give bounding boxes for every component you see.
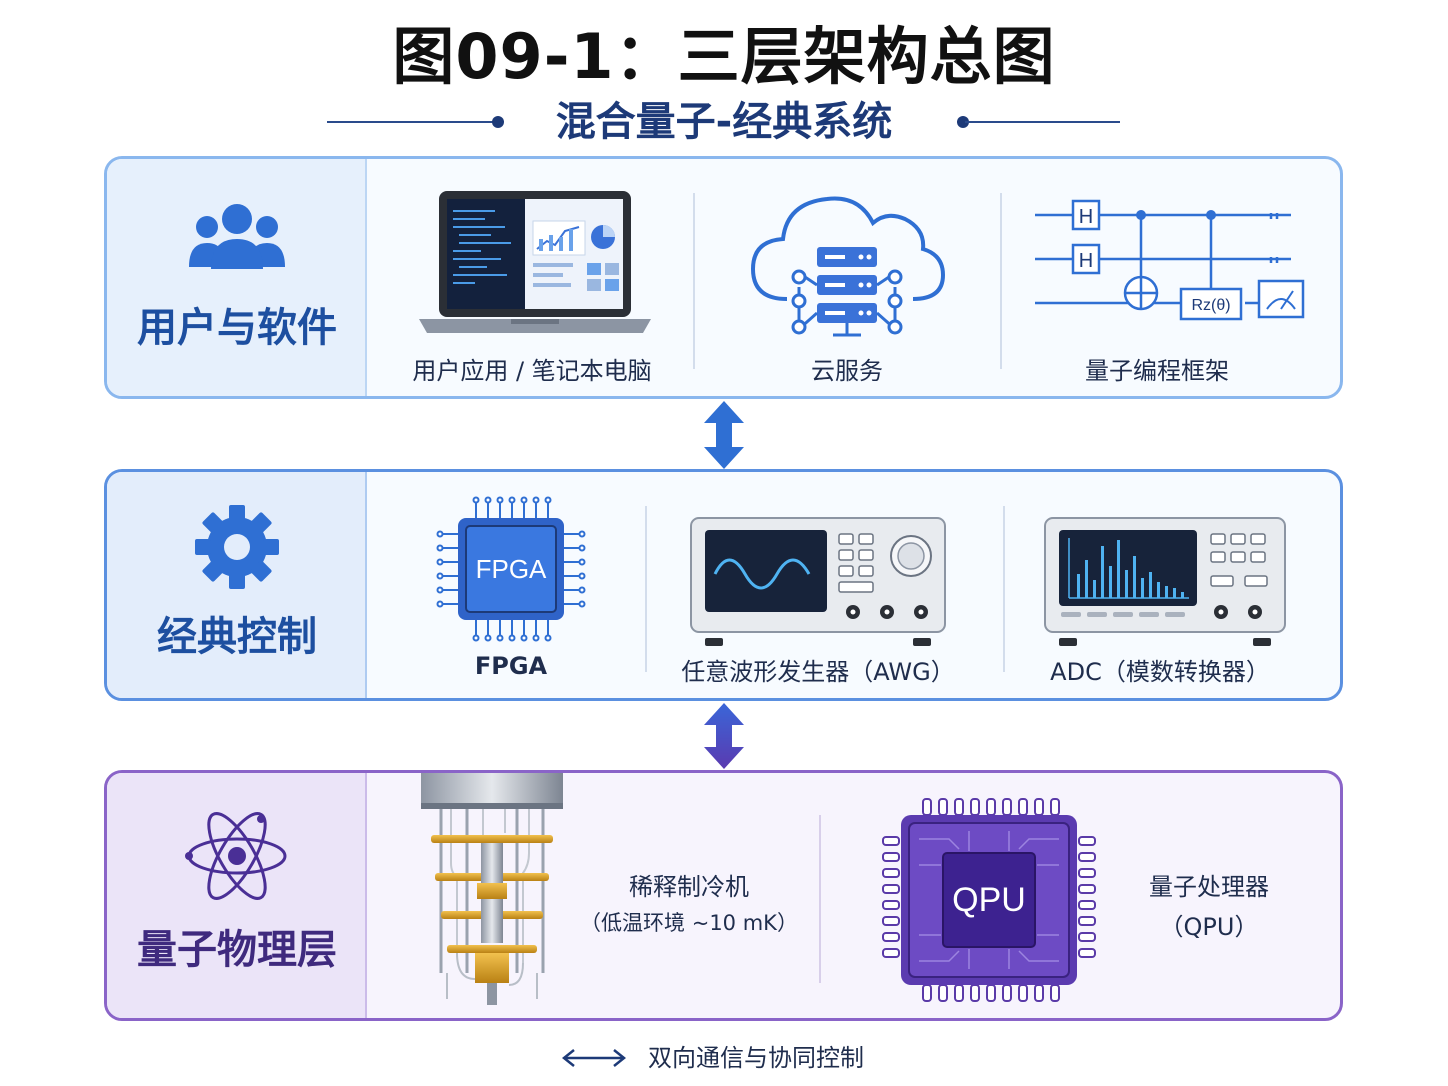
subtitle-row: 混合量子-经典系统 bbox=[0, 92, 1448, 152]
separator bbox=[1000, 193, 1002, 369]
caption-adc: ADC（模数转换器） bbox=[1050, 658, 1270, 686]
page-title: 图09-1：三层架构总图 bbox=[392, 20, 1056, 93]
caption-user-app: 用户应用 / 笔记本电脑 bbox=[412, 357, 652, 385]
layer-label-panel: 量子物理层 bbox=[107, 773, 367, 1018]
layer-label-panel: 用户与软件 bbox=[107, 159, 367, 396]
caption-qpu-line2: （QPU） bbox=[1159, 913, 1259, 941]
caption-fridge-line2: （低温环境 ~10 mK） bbox=[580, 911, 798, 935]
layer-label: 量子物理层 bbox=[137, 927, 337, 973]
subtitle-dot-left bbox=[492, 116, 504, 128]
caption-fridge-line1: 稀释制冷机 bbox=[629, 873, 749, 901]
fpga-chip-icon: FPGA bbox=[436, 496, 586, 642]
separator bbox=[819, 815, 821, 983]
layer-quantum-physical: 量子物理层 bbox=[104, 770, 1343, 1021]
layer-label: 经典控制 bbox=[157, 614, 317, 660]
gear-icon bbox=[195, 505, 279, 589]
atom-icon bbox=[185, 812, 287, 900]
cloud-server-icon bbox=[750, 196, 946, 337]
separator bbox=[645, 506, 647, 672]
fpga-chip-label: FPGA bbox=[476, 554, 547, 584]
subtitle: 混合量子-经典系统 bbox=[555, 99, 893, 145]
qpu-chip-icon: QPU bbox=[882, 798, 1096, 1002]
subtitle-rule-right bbox=[965, 121, 1120, 123]
legend-text: 双向通信与协同控制 bbox=[648, 1044, 864, 1072]
gate-h1: H bbox=[1079, 206, 1093, 228]
caption-cloud: 云服务 bbox=[811, 357, 883, 385]
gate-h2: H bbox=[1079, 250, 1093, 272]
laptop-icon bbox=[419, 191, 651, 333]
layer-label: 用户与软件 bbox=[137, 305, 337, 351]
users-icon bbox=[189, 204, 285, 269]
bidirectional-arrow-icon bbox=[704, 703, 744, 769]
qpu-chip-label: QPU bbox=[952, 881, 1026, 919]
layer-classical-control: 经典控制 FPGA bbox=[104, 469, 1343, 701]
awg-instrument-icon bbox=[690, 517, 946, 646]
double-arrow-icon bbox=[561, 1049, 627, 1067]
adc-instrument-icon bbox=[1044, 517, 1286, 646]
layer-label-panel: 经典控制 bbox=[107, 472, 367, 698]
separator bbox=[1003, 506, 1005, 672]
separator bbox=[693, 193, 695, 369]
quantum-circuit-icon: H H Rz(θ) bbox=[1035, 199, 1305, 321]
subtitle-dot-right bbox=[957, 116, 969, 128]
caption-fpga: FPGA bbox=[474, 652, 548, 680]
caption-qpu-line1: 量子处理器 bbox=[1149, 873, 1269, 901]
gate-rz: Rz(θ) bbox=[1191, 297, 1230, 314]
bidirectional-arrow-icon bbox=[704, 401, 744, 469]
caption-quantum-framework: 量子编程框架 bbox=[1085, 357, 1229, 385]
layer-user-software: 用户与软件 用户应用 / 笔记本电脑 bbox=[104, 156, 1343, 399]
caption-awg: 任意波形发生器（AWG） bbox=[681, 658, 955, 686]
dilution-refrigerator-icon bbox=[421, 773, 563, 1005]
subtitle-rule-left bbox=[327, 121, 497, 123]
